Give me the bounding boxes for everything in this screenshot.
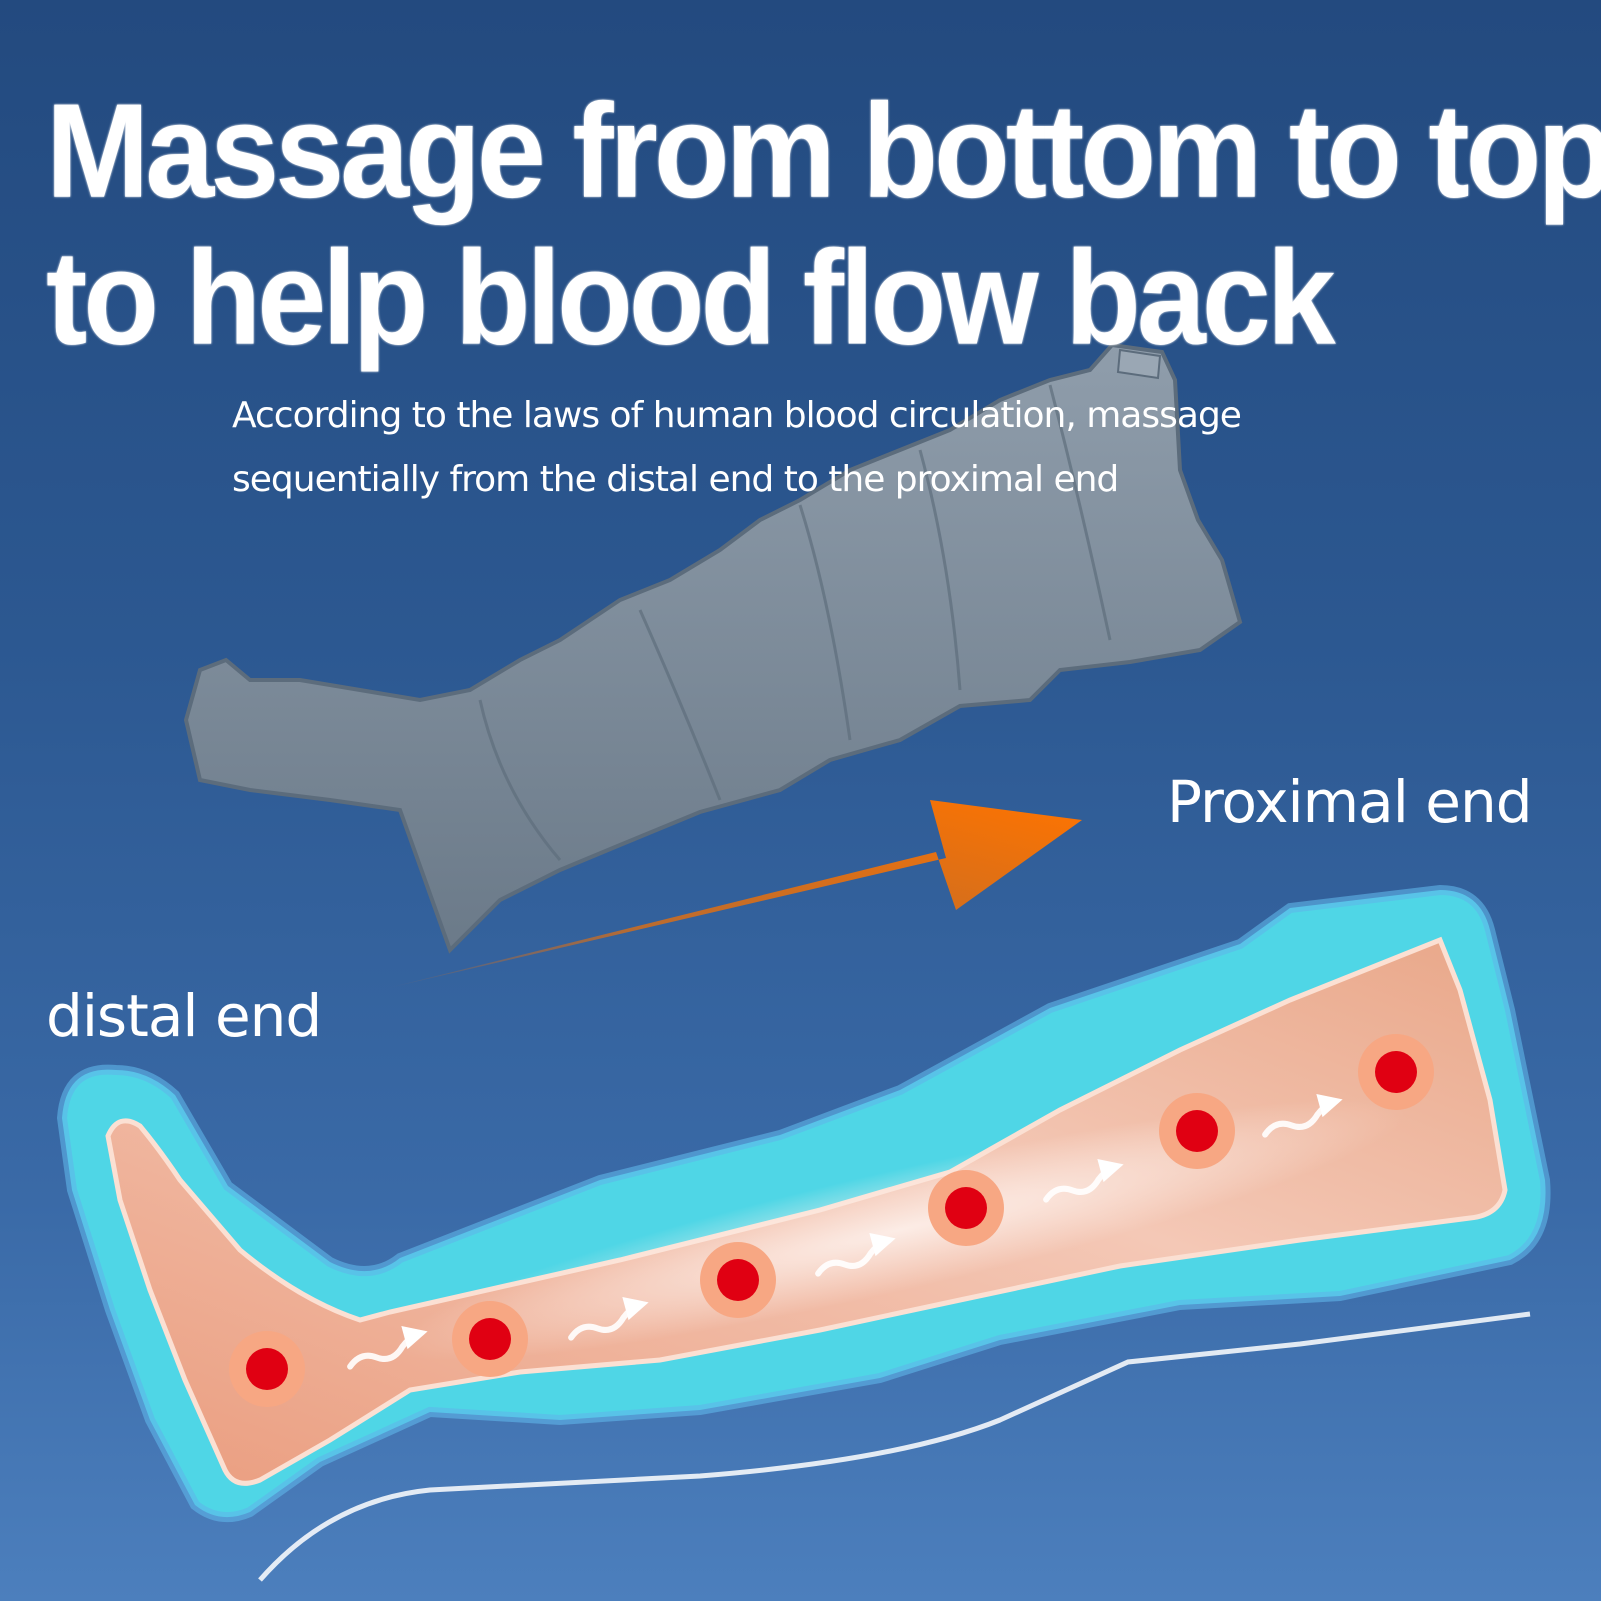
flow-line [258, 1311, 1531, 1582]
pressure-point [1358, 1034, 1434, 1110]
pressure-point [928, 1170, 1004, 1246]
pressure-point [452, 1301, 528, 1377]
description-line-2: sequentially from the distal end to the … [232, 459, 1119, 500]
white-wavy-arrow-icon [568, 1296, 649, 1341]
leg-sleeve-illustration [183, 342, 1243, 954]
white-wavy-arrow-icon [1043, 1158, 1124, 1203]
pressure-point [1159, 1093, 1235, 1169]
leg-diagram [56, 884, 1551, 1582]
proximal-end-label: Proximal end [1167, 768, 1533, 836]
orange-arrow-right-icon [380, 800, 1082, 990]
pressure-point [700, 1242, 776, 1318]
white-wavy-arrow-icon [347, 1325, 428, 1370]
flow-arrows [347, 1093, 1343, 1370]
headline-line-2: to help blood flow back [46, 223, 1336, 373]
distal-end-label: distal end [46, 982, 322, 1050]
white-wavy-arrow-icon [815, 1232, 896, 1277]
headline: Massage from bottom to top to help blood… [46, 76, 1601, 373]
description-line-1: According to the laws of human blood cir… [232, 395, 1242, 436]
headline-line-1: Massage from bottom to top [46, 76, 1601, 226]
white-wavy-arrow-icon [1262, 1093, 1343, 1138]
description: According to the laws of human blood cir… [232, 384, 1332, 512]
pressure-point [229, 1331, 305, 1407]
pressure-points [229, 1034, 1434, 1407]
